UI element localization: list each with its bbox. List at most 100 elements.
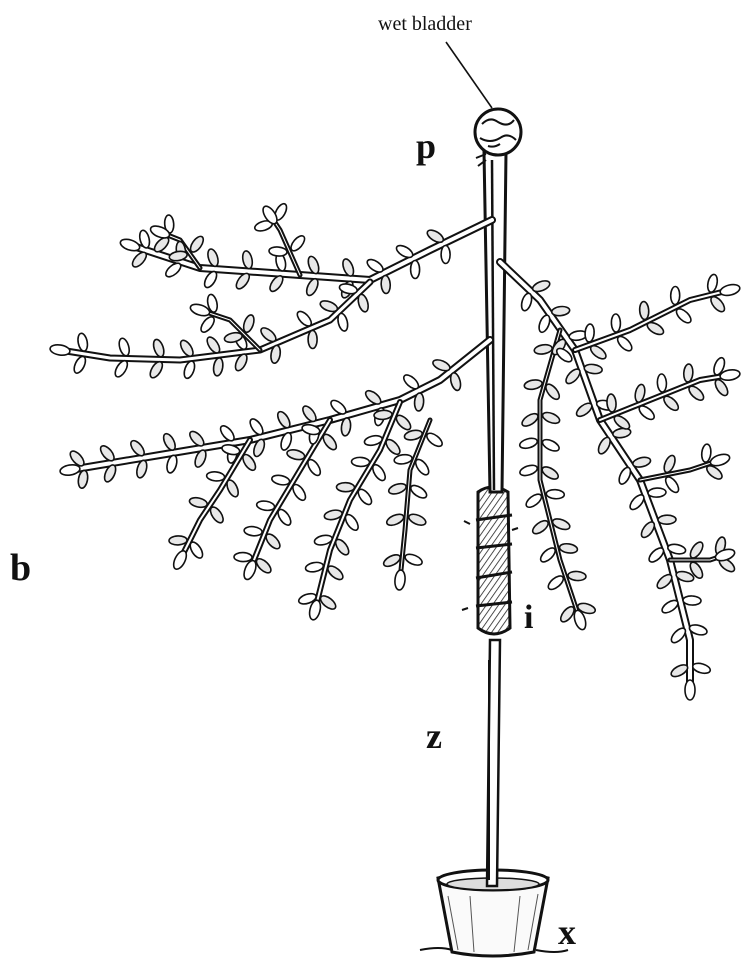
leaf xyxy=(178,338,195,358)
leaf xyxy=(701,444,712,463)
leaf xyxy=(202,269,219,289)
leaf xyxy=(244,526,263,537)
leaf xyxy=(685,680,695,700)
leaf xyxy=(271,474,290,486)
leaf xyxy=(319,299,339,314)
leaf xyxy=(241,250,254,269)
leaf xyxy=(658,515,676,524)
leaf xyxy=(395,243,415,260)
leaf xyxy=(248,417,266,437)
leaf xyxy=(674,306,693,325)
leaf xyxy=(356,487,374,507)
label-x: x xyxy=(558,912,576,952)
wet-bladder-pointer-line xyxy=(446,42,492,108)
leaf xyxy=(308,330,317,348)
leaf xyxy=(534,344,553,356)
leaf xyxy=(161,432,177,452)
leaf xyxy=(407,512,427,527)
leaf xyxy=(546,573,566,591)
leaf xyxy=(628,493,647,512)
leaf xyxy=(269,246,288,256)
leaf xyxy=(212,357,224,376)
leaf xyxy=(394,454,413,466)
leaf xyxy=(77,333,89,352)
leaf xyxy=(648,488,666,498)
leaf xyxy=(660,598,680,615)
leaf xyxy=(304,277,320,297)
leaf xyxy=(647,546,666,565)
leaf xyxy=(639,301,649,320)
leaf xyxy=(188,540,205,560)
branch-highlight xyxy=(315,402,400,610)
leaf xyxy=(98,444,116,464)
leaf xyxy=(365,257,385,275)
leaf xyxy=(411,260,420,278)
graft-junction xyxy=(462,487,518,634)
leaf xyxy=(537,314,552,334)
leaf xyxy=(295,309,314,328)
leaf xyxy=(326,564,346,582)
leaf xyxy=(414,393,424,412)
leaf xyxy=(559,543,578,555)
leaf xyxy=(128,438,146,458)
label-p: p xyxy=(416,126,436,166)
leaf xyxy=(546,489,565,499)
leaf xyxy=(551,306,570,317)
leaf xyxy=(286,448,306,461)
leaf xyxy=(394,413,413,432)
leaf xyxy=(254,556,273,575)
leaf xyxy=(169,536,187,546)
leaf xyxy=(164,261,184,279)
leaf xyxy=(381,275,391,294)
leaf xyxy=(234,552,252,562)
leaf xyxy=(336,312,349,332)
leaf xyxy=(541,437,561,453)
leaf xyxy=(425,431,445,449)
leaf xyxy=(387,482,407,496)
leaf xyxy=(657,374,667,392)
leaf xyxy=(661,394,680,413)
leaf xyxy=(72,355,88,375)
leaf xyxy=(584,324,594,343)
leaf xyxy=(189,496,208,509)
leaf xyxy=(524,492,544,510)
leaf xyxy=(206,471,225,482)
wet-bladder-label: wet bladder xyxy=(378,13,472,35)
leaf xyxy=(540,464,560,481)
leaf xyxy=(187,429,206,448)
leaf xyxy=(524,379,543,391)
leaf xyxy=(117,337,131,357)
leaf xyxy=(683,364,693,383)
leaf xyxy=(409,483,429,500)
leaf xyxy=(568,571,587,581)
leaf xyxy=(343,512,361,532)
leaf xyxy=(225,478,241,498)
leaf xyxy=(351,457,369,467)
leaf xyxy=(152,338,166,358)
leaf xyxy=(208,505,226,525)
leaf xyxy=(356,293,370,313)
leaf xyxy=(520,411,540,428)
leaf xyxy=(333,537,351,557)
leaf xyxy=(305,458,322,478)
leaf xyxy=(520,292,534,312)
leaf xyxy=(632,456,652,469)
leaf xyxy=(692,662,712,676)
leaf xyxy=(574,401,594,419)
leaf xyxy=(130,250,149,269)
leaf xyxy=(671,286,680,304)
leaf xyxy=(401,373,420,392)
label-b: b xyxy=(10,547,31,589)
leaf xyxy=(425,228,445,245)
leaf xyxy=(289,234,307,254)
leaf xyxy=(321,432,339,452)
leaf xyxy=(615,334,634,353)
leaf xyxy=(706,274,719,293)
leaf xyxy=(688,540,705,560)
label-i: i xyxy=(524,599,533,636)
leaf xyxy=(441,245,450,263)
leaf xyxy=(59,463,80,476)
leaf xyxy=(639,520,657,540)
leaf xyxy=(394,570,406,591)
